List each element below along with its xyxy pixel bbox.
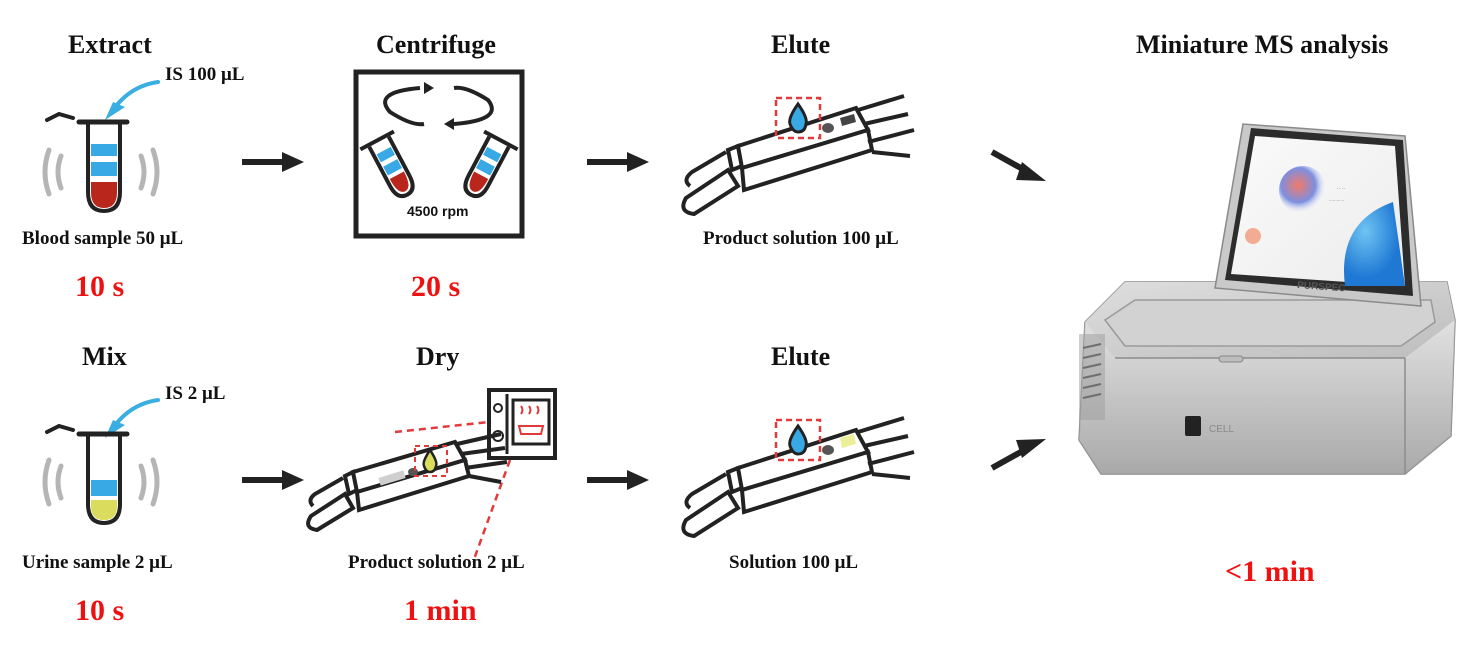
svg-text:············: ············ [1329, 198, 1344, 203]
elute-title-bottom: Elute [771, 342, 831, 371]
arrow-icon [242, 470, 304, 490]
arrow-icon [990, 439, 1046, 471]
mix-sample-label: Urine sample 2 μL [22, 552, 173, 573]
dry-title: Dry [416, 342, 460, 371]
arrow-icon [587, 470, 649, 490]
centrifuge-time: 20 s [411, 270, 461, 303]
centrifuge-title: Centrifuge [376, 30, 496, 59]
device-brand: PURSPEC [1297, 280, 1346, 294]
elute-product-bottom: Solution 100 μL [729, 552, 859, 573]
dry-product-label: Product solution 2 μL [348, 552, 525, 573]
svg-text:·· ··: ·· ·· [1337, 186, 1345, 192]
mass-spectrometer-device: CELL ·· ·· ············ PURSPEC [1078, 123, 1456, 475]
arrow-icon [990, 149, 1046, 181]
dry-cartridge-icon [306, 388, 557, 563]
arrow-icon [587, 152, 649, 172]
extract-sample-label: Blood sample 50 μL [22, 228, 184, 249]
mix-time: 10 s [75, 594, 125, 627]
svg-text:CELL: CELL [1209, 424, 1234, 435]
mix-tube-icon [42, 398, 160, 526]
extract-tube-icon [42, 80, 160, 214]
analysis-title: Miniature MS analysis [1136, 30, 1389, 59]
analysis-time: <1 min [1225, 555, 1315, 588]
centrifuge-icon: 4500 rpm [353, 69, 525, 239]
extract-reagent-label: IS 100 μL [165, 64, 245, 85]
arrow-icon [242, 152, 304, 172]
elute-title-top: Elute [771, 30, 831, 59]
centrifuge-speed: 4500 rpm [407, 203, 468, 219]
paper-spray-cartridge-icon [681, 416, 915, 539]
paper-spray-cartridge-icon [681, 94, 915, 217]
mix-title: Mix [82, 342, 127, 371]
elute-product-top: Product solution 100 μL [703, 228, 899, 249]
mix-reagent-label: IS 2 μL [165, 383, 226, 404]
extract-time: 10 s [75, 270, 125, 303]
extract-title: Extract [68, 30, 152, 59]
dry-time: 1 min [404, 594, 477, 627]
